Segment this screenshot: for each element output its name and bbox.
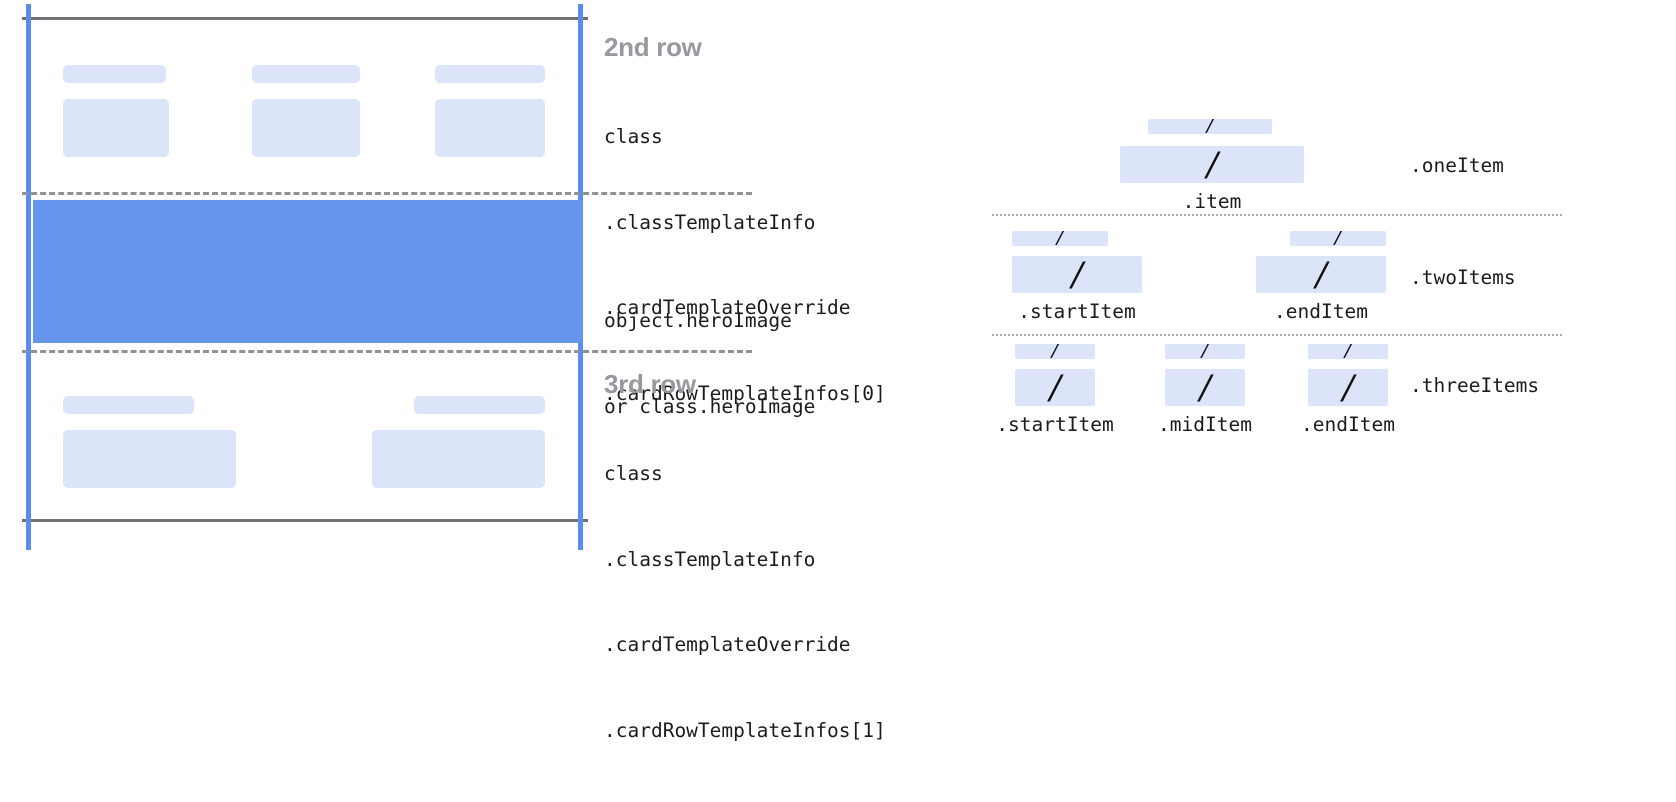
third-row-code-line-2: .classTemplateInfo [604,547,816,571]
three-items-end-cap-small: / [1308,344,1388,359]
divider-above-hero [22,192,752,195]
slash-icon: / [1334,231,1342,246]
third-row-code-line-4: .cardRowTemplateInfos[1] [604,718,886,742]
card-top-rule [22,17,588,20]
row2-item2-body-placeholder [252,99,360,157]
three-items-end-cap-large: / [1308,369,1388,406]
slash-icon: / [1049,369,1061,406]
three-items-end-label: .endItem [1301,413,1395,436]
two-items-end-cap-large: / [1256,256,1386,293]
row3-item2-body-placeholder [372,430,545,488]
slash-icon: / [1051,344,1059,359]
variant-two-items: / / .startItem / / .endItem [960,214,1440,334]
three-items-start-label: .startItem [996,413,1114,436]
third-row-code-line-3: .cardTemplateOverride [604,633,851,656]
variant-divider-1 [992,214,1562,216]
two-items-end-label: .endItem [1274,300,1368,323]
annotation-hero: object.heroImage or class.heroImage [604,250,815,478]
row2-item3-body-placeholder [435,99,545,157]
variant-label-one-item: .oneItem [1410,154,1504,177]
annotation-second-row: 2nd row class .classTemplateInfo .cardTe… [604,32,886,465]
slash-icon: / [1206,146,1218,183]
variant-label-two-items: .twoItems [1410,266,1516,289]
annotation-third-row: 3rd row class .classTemplateInfo .cardTe… [604,369,886,802]
row2-item1-body-placeholder [63,99,169,157]
one-item-cap-large: / [1120,146,1304,183]
hero-image-band [33,200,583,343]
three-items-mid-cap-small: / [1165,344,1245,359]
two-items-start-cap-large: / [1012,256,1142,293]
three-items-start-cap-small: / [1015,344,1095,359]
slash-icon: / [1315,256,1327,293]
second-row-code-line-3: .cardTemplateOverride [604,296,851,319]
hero-code-line-2: or class.heroImage [604,394,816,418]
row2-item1-title-placeholder [63,65,166,83]
two-items-end-cap-small: / [1290,231,1386,246]
second-row-code-line-2: .classTemplateInfo [604,210,816,234]
card-mock [0,0,760,584]
variant-three-items: / / .startItem / / .midItem / / .endItem [960,334,1440,454]
slash-icon: / [1201,344,1209,359]
two-items-start-label: .startItem [1018,300,1136,323]
guide-line-left [26,4,31,550]
variant-label-three-items: .threeItems [1410,374,1540,397]
divider-below-hero [22,350,752,353]
variant-divider-2 [992,334,1562,336]
three-items-mid-label: .midItem [1158,413,1252,436]
slash-icon: / [1206,119,1214,134]
row3-item1-title-placeholder [63,396,194,414]
row3-item1-body-placeholder [63,430,236,488]
second-row-heading: 2nd row [604,32,702,62]
slash-icon: / [1199,369,1211,406]
row2-item3-title-placeholder [435,65,545,83]
three-items-start-cap-large: / [1015,369,1095,406]
second-row-code-line-4: .cardRowTemplateInfos[0] [604,381,886,405]
slash-icon: / [1344,344,1352,359]
variant-one-item: / / .item [960,0,1440,214]
hero-code-line-1: object.heroImage [604,309,792,332]
row3-item2-title-placeholder [414,396,545,414]
third-row-code-line-1: class [604,462,663,485]
diagram-canvas: 2nd row class .classTemplateInfo .cardTe… [0,0,1676,742]
second-row-code-line-1: class [604,125,663,148]
one-item-cap-small: / [1148,119,1272,134]
third-row-heading: 3rd row [604,369,696,399]
slash-icon: / [1056,231,1064,246]
one-item-slot-label: .item [1182,190,1242,213]
slash-icon: / [1071,256,1083,293]
two-items-start-cap-small: / [1012,231,1108,246]
row2-item2-title-placeholder [252,65,360,83]
card-bottom-rule [22,519,588,522]
slash-icon: / [1342,369,1354,406]
item-variants-panel: / / .item .oneItem / / .startItem / / [960,0,1676,584]
three-items-mid-cap-large: / [1165,369,1245,406]
